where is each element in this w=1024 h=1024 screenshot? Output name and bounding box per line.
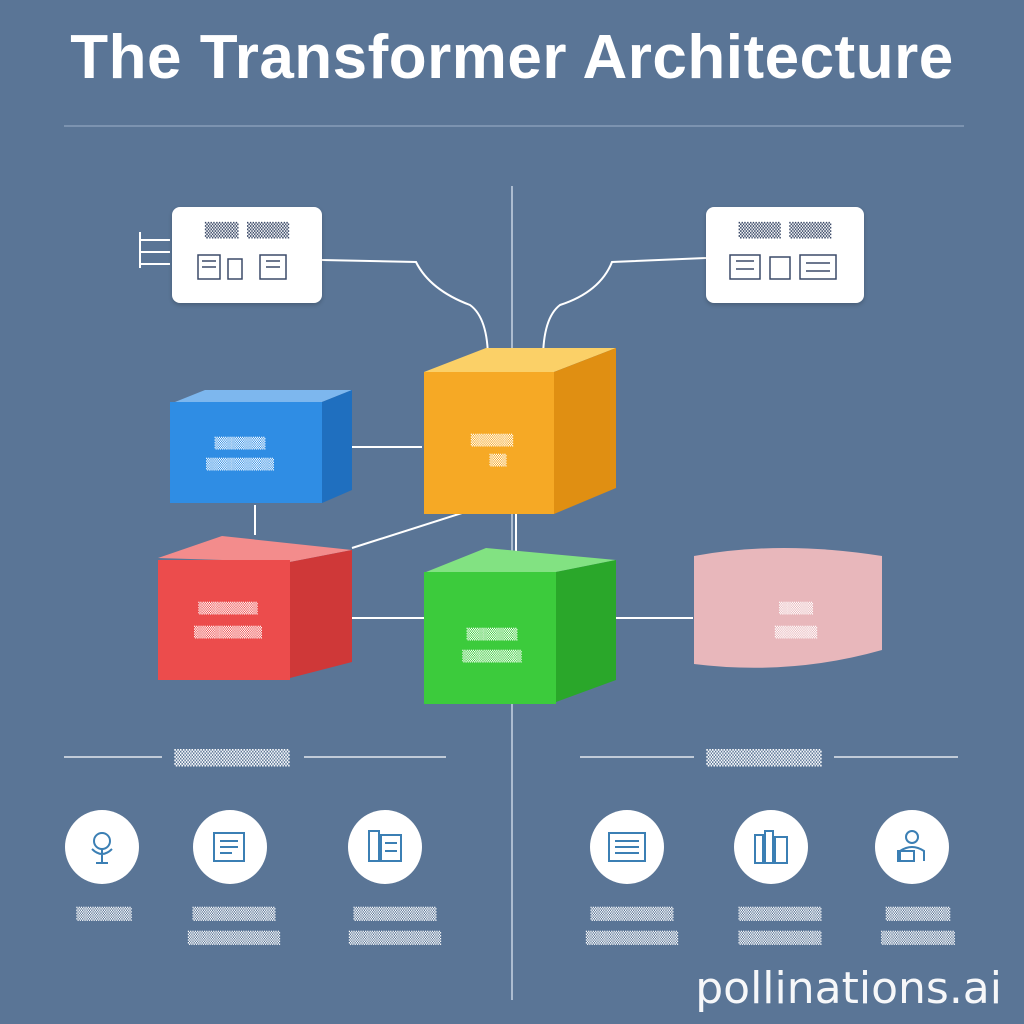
left-callout: ▒▒▒▒ ▒▒▒▒▒ — [172, 207, 322, 303]
right-section-heading: ▒▒▒▒▒▒▒▒▒▒ — [706, 749, 822, 767]
caption-6: ▒▒▒▒▒▒▒▒▒▒▒▒▒▒▒ — [881, 907, 955, 945]
caption-4: ▒▒▒▒▒▒▒▒▒▒▒▒▒▒▒▒▒▒▒ — [585, 907, 679, 945]
left-section-heading: ▒▒▒▒▒▒▒▒▒▒ — [174, 749, 290, 767]
watermark-text: pollinations.ai — [695, 963, 1002, 1014]
right-callout-sketch-icon — [729, 254, 837, 280]
block-pink: ▒▒▒▒ ▒▒▒▒▒ — [694, 548, 882, 668]
connector-left-callout — [321, 259, 489, 361]
block-orange-label-2: ▒▒ — [490, 453, 507, 467]
caption-5: ▒▒▒▒▒▒▒▒▒▒▒▒▒▒▒▒▒▒ — [738, 907, 822, 945]
block-green: ▒▒▒▒▒▒ ▒▒▒▒▒▒▒ — [424, 548, 616, 704]
bracket-decoration — [139, 232, 170, 268]
connector-right-callout — [542, 257, 707, 361]
block-red-label-1: ▒▒▒▒▒▒▒ — [198, 601, 258, 615]
block-orange: ▒▒▒▒▒ ▒▒ — [424, 348, 616, 514]
block-blue: ▒▒▒▒▒▒ ▒▒▒▒▒▒▒▒ — [170, 390, 352, 503]
block-pink-label-2: ▒▒▒▒▒ — [775, 625, 818, 639]
block-red-label-2: ▒▒▒▒▒▒▒▒ — [194, 625, 262, 639]
list-icon — [590, 810, 664, 884]
block-green-label-1: ▒▒▒▒▒▒ — [467, 627, 518, 641]
block-pink-label-1: ▒▒▒▒ — [779, 601, 813, 615]
block-blue-label-2: ▒▒▒▒▒▒▒▒ — [206, 457, 274, 471]
caption-2: ▒▒▒▒▒▒▒▒▒▒▒▒▒▒▒▒▒▒▒ — [187, 907, 281, 945]
books-icon — [734, 810, 808, 884]
gear-head-icon — [65, 810, 139, 884]
left-callout-label: ▒▒▒▒ ▒▒▒▒▒ — [204, 223, 290, 239]
block-orange-label-1: ▒▒▒▒▒ — [471, 433, 514, 447]
right-callout: ▒▒▒▒▒ ▒▒▒▒▒ — [706, 207, 864, 303]
caption-1: ▒▒▒▒▒▒ — [76, 907, 132, 921]
block-green-label-2: ▒▒▒▒▒▒▒ — [462, 649, 522, 663]
page-title: The Transformer Architecture — [70, 23, 954, 92]
block-red: ▒▒▒▒▒▒▒ ▒▒▒▒▒▒▒▒ — [158, 536, 352, 680]
right-callout-label: ▒▒▒▒▒ ▒▒▒▒▒ — [738, 223, 832, 239]
left-callout-sketch-icon — [197, 254, 287, 280]
caption-3: ▒▒▒▒▒▒▒▒▒▒▒▒▒▒▒▒▒▒▒ — [348, 907, 442, 945]
book-icon — [348, 810, 422, 884]
block-blue-label-1: ▒▒▒▒▒▒ — [215, 436, 266, 450]
document-icon — [193, 810, 267, 884]
person-icon — [875, 810, 949, 884]
